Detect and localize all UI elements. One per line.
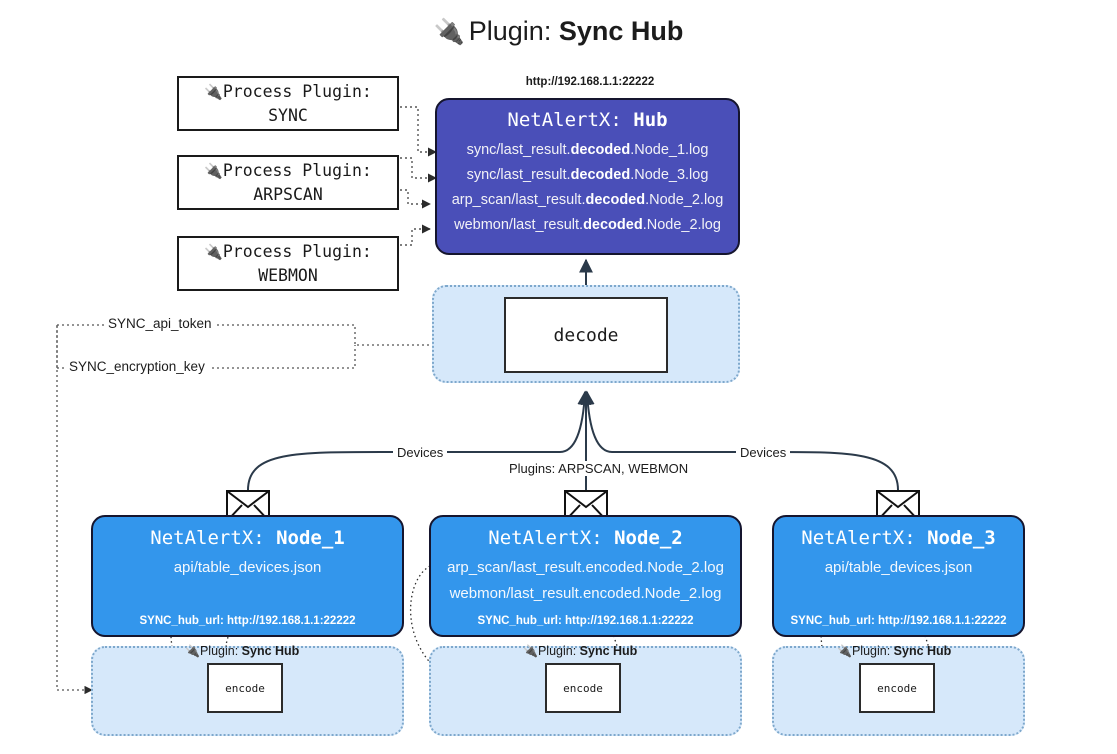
hub-title-name: Hub	[633, 109, 668, 131]
page-title: 🔌Plugin: Sync Hub	[0, 16, 1117, 47]
plug-icon: 🔌	[523, 644, 538, 658]
edge-label-devices-left: Devices	[393, 445, 448, 460]
edge-encryption-key-to-encoders	[56, 325, 93, 695]
hub-title: NetAlertX: Hub	[437, 109, 738, 131]
node-resource-line: arp_scan/last_result.encoded.Node_2.log	[447, 559, 724, 576]
encode-box-node-2[interactable]: encode	[545, 663, 621, 713]
hub-log-line: arp_scan/last_result.decoded.Node_2.log	[451, 191, 724, 208]
node-resource-line: webmon/last_result.encoded.Node_2.log	[449, 585, 722, 603]
hub-log-line: sync/last_result.decoded.Node_3.log	[466, 166, 709, 183]
plug-icon: 🔌	[433, 18, 465, 46]
plug-icon: 🔌	[204, 242, 223, 261]
encode-plugin-label-node-1: 🔌Plugin: Sync Hub	[185, 644, 300, 658]
process-plugin-label: Process Plugin:	[222, 81, 372, 101]
process-plugin-webmon[interactable]: 🔌Process Plugin: WEBMON	[177, 236, 399, 291]
plug-icon: 🔌	[185, 644, 200, 658]
sync-api-token-label: SYNC_api_token	[104, 316, 216, 331]
page-title-prefix: Plugin:	[468, 16, 559, 46]
edge-arpscan-to-hub-log3	[400, 189, 431, 209]
node-footer: SYNC_hub_url: http://192.168.1.1:22222	[477, 615, 694, 627]
edge-webmon-to-hub-log4	[400, 224, 431, 246]
node-title: NetAlertX: Node_3	[801, 527, 996, 549]
node-box-node-3[interactable]: NetAlertX: Node_3 api/table_devices.json…	[772, 515, 1025, 637]
process-plugin-label: Process Plugin:	[222, 160, 372, 180]
node-resource-line: api/table_devices.json	[824, 559, 973, 576]
plug-icon: 🔌	[204, 161, 223, 180]
page-title-name: Sync Hub	[558, 16, 684, 46]
edge-label-devices-right: Devices	[736, 445, 791, 460]
hub-log-line: webmon/last_result.decoded.Node_2.log	[454, 216, 721, 233]
node-box-node-2[interactable]: NetAlertX: Node_2 arp_scan/last_result.e…	[429, 515, 742, 637]
hub-title-prefix: NetAlertX:	[507, 109, 634, 131]
plug-icon: 🔌	[204, 82, 223, 101]
edge-sync-to-hub-log1	[400, 106, 437, 157]
process-plugin-name: ARPSCAN	[253, 184, 323, 204]
decode-box[interactable]: decode	[504, 297, 668, 373]
node-title: NetAlertX: Node_2	[488, 527, 683, 549]
node-resource-line: api/table_devices.json	[173, 559, 322, 576]
node-footer: SYNC_hub_url: http://192.168.1.1:22222	[139, 615, 356, 627]
hub-url-label: http://192.168.1.1:22222	[525, 76, 655, 88]
node-title: NetAlertX: Node_1	[150, 527, 345, 549]
sync-encryption-key-label: SYNC_encryption_key	[65, 359, 209, 374]
plug-icon: 🔌	[837, 644, 852, 658]
process-plugin-arpscan[interactable]: 🔌Process Plugin: ARPSCAN	[177, 155, 399, 210]
encode-plugin-label-node-2: 🔌Plugin: Sync Hub	[523, 644, 638, 658]
encode-box-node-1[interactable]: encode	[207, 663, 283, 713]
node-box-node-1[interactable]: NetAlertX: Node_1 api/table_devices.json…	[91, 515, 404, 637]
process-plugin-sync[interactable]: 🔌Process Plugin: SYNC	[177, 76, 399, 131]
edge-label-plugins-center: Plugins: ARPSCAN, WEBMON	[505, 461, 693, 476]
encode-plugin-label-node-3: 🔌Plugin: Sync Hub	[837, 644, 952, 658]
encode-box-node-3[interactable]: encode	[859, 663, 935, 713]
hub-log-line: sync/last_result.decoded.Node_1.log	[466, 142, 709, 158]
process-plugin-name: SYNC	[268, 105, 308, 125]
node-footer: SYNC_hub_url: http://192.168.1.1:22222	[790, 615, 1007, 627]
hub-box[interactable]: NetAlertX: Hub sync/last_result.decoded.…	[435, 98, 740, 255]
process-plugin-name: WEBMON	[258, 265, 318, 285]
process-plugin-label: Process Plugin:	[222, 241, 372, 261]
edge-sync-to-hub-log2	[400, 157, 437, 183]
